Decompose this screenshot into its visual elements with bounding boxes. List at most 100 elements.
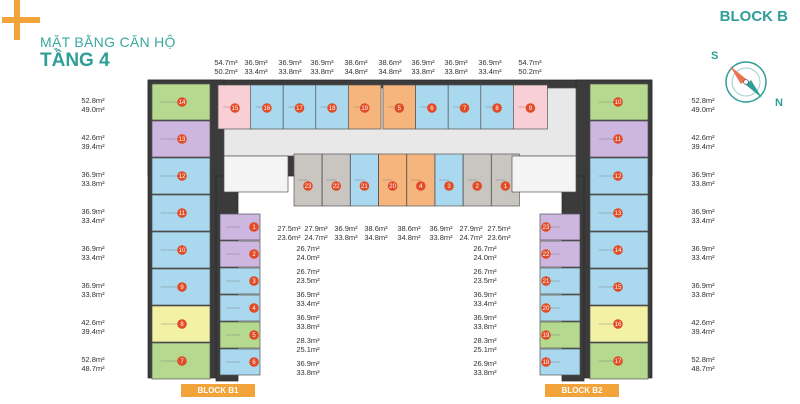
unit-number: 7 <box>463 106 467 112</box>
area-value: 33.4m² <box>691 216 715 225</box>
area-value: 33.8m² <box>81 179 105 188</box>
unit-number-badge <box>177 356 187 366</box>
area-value: 33.8m² <box>278 67 302 76</box>
unit-number-badge <box>262 103 272 113</box>
unit-number: 10 <box>615 100 622 106</box>
unit-number: 5 <box>252 333 256 339</box>
unit-number-badge <box>541 249 551 259</box>
unit-number: 17 <box>615 359 622 365</box>
area-value: 50.2m² <box>518 67 542 76</box>
unit-number: 16 <box>264 106 271 112</box>
unit-number: 7 <box>180 359 184 365</box>
unit-number-badge <box>416 181 426 191</box>
area-value: 39.4m² <box>81 142 105 151</box>
area-value: 26.7m² <box>473 244 497 253</box>
area-value: 49.0m² <box>691 105 715 114</box>
area-value: 25.1m² <box>473 345 497 354</box>
area-value: 36.9m² <box>691 244 715 253</box>
unit-number-badge <box>177 134 187 144</box>
area-value: 33.8m² <box>296 368 320 377</box>
unit-number: 6 <box>252 360 256 366</box>
area-value: 36.9m² <box>334 224 358 233</box>
area-value: 34.8m² <box>397 233 421 242</box>
area-value: 26.9m² <box>473 359 497 368</box>
area-value: 26.7m² <box>473 267 497 276</box>
area-value: 36.9m² <box>81 281 105 290</box>
unit-number: 23 <box>305 184 312 190</box>
brand-plus-icon <box>2 0 42 40</box>
area-value: 33.4m² <box>691 253 715 262</box>
unit-number-badge <box>541 222 551 232</box>
area-value: 25.1m² <box>296 345 320 354</box>
area-value: 36.9m² <box>278 58 302 67</box>
unit-number: 1 <box>252 225 256 231</box>
unit-number-badge <box>492 103 502 113</box>
area-value: 33.8m² <box>473 368 497 377</box>
unit-number: 12 <box>615 174 622 180</box>
unit-number: 4 <box>419 184 423 190</box>
unit-number-badge <box>230 103 240 113</box>
unit-number: 5 <box>398 106 402 112</box>
area-value: 23.6m² <box>277 233 301 242</box>
unit-number-badge <box>613 356 623 366</box>
unit-number: 22 <box>333 184 340 190</box>
unit-number-badge <box>541 330 551 340</box>
unit-number: 20 <box>389 184 396 190</box>
area-value: 33.4m² <box>478 67 502 76</box>
area-value: 54.7m² <box>214 58 238 67</box>
area-value: 36.9m² <box>444 58 468 67</box>
area-value: 36.9m² <box>81 207 105 216</box>
unit-number-badge <box>303 181 313 191</box>
unit-number-badge <box>249 330 259 340</box>
area-value: 33.8m² <box>81 290 105 299</box>
area-value: 33.8m² <box>429 233 453 242</box>
unit-number-badge <box>249 357 259 367</box>
unit-number-badge <box>177 245 187 255</box>
area-value: 34.8m² <box>378 67 402 76</box>
area-value: 26.7m² <box>296 244 320 253</box>
unit-number-badge <box>331 181 341 191</box>
unit-number-badge <box>249 276 259 286</box>
unit-number-badge <box>541 357 551 367</box>
block-b1-label: BLOCK B1 <box>181 384 255 397</box>
area-value: 33.8m² <box>310 67 334 76</box>
page-title: TẦNG 4 <box>40 50 110 71</box>
unit-number-badge <box>444 181 454 191</box>
unit-number: 19 <box>543 333 550 339</box>
unit-number: 13 <box>615 211 622 217</box>
unit-number: 14 <box>179 100 186 106</box>
unit-number-badge <box>177 208 187 218</box>
area-value: 36.9m² <box>310 58 334 67</box>
unit-number: 13 <box>179 137 186 143</box>
area-value: 38.6m² <box>378 58 402 67</box>
stair-core-right <box>511 155 577 193</box>
area-value: 36.9m² <box>81 170 105 179</box>
area-value: 36.9m² <box>478 58 502 67</box>
unit-number-badge <box>472 181 483 191</box>
unit-number: 1 <box>504 184 508 190</box>
area-value: 24.0m² <box>473 253 497 262</box>
compass-north-label: N <box>775 97 783 109</box>
unit-number: 2 <box>476 184 480 190</box>
